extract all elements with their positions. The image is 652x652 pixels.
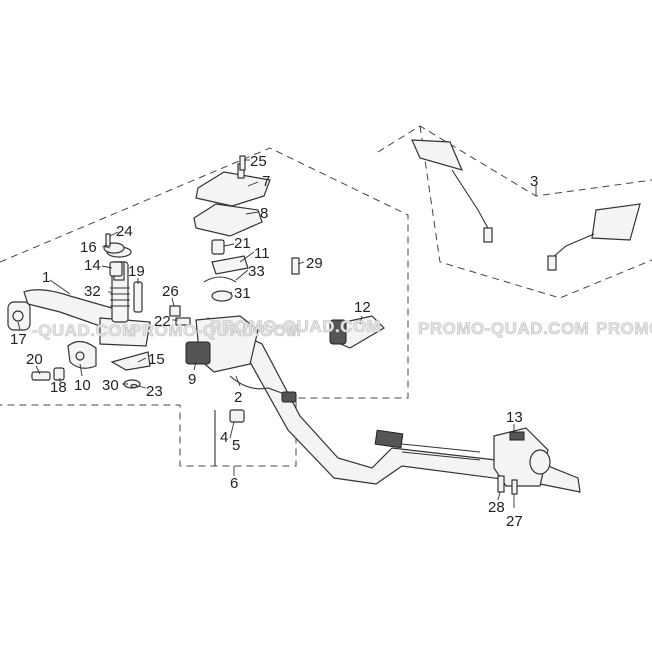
callout-33: 33	[248, 263, 265, 280]
callout-4: 4	[220, 429, 228, 446]
screws-27-28	[497, 475, 518, 495]
callout-15: 15	[148, 351, 165, 368]
leader-lines	[17, 159, 537, 508]
screw-24	[105, 233, 111, 247]
callout-23: 23	[146, 383, 163, 400]
callout-31: 31	[234, 285, 251, 302]
callout-9: 9	[188, 371, 196, 388]
throttle-12	[329, 315, 385, 349]
watermark: -QUAD.COM PROMO-QUAD.COM PROMO-QUAD.COM …	[32, 317, 652, 341]
plate-11	[211, 255, 249, 275]
switch-housing	[185, 315, 259, 373]
reservoir-cap-7	[195, 163, 271, 207]
callout-25: 25	[250, 153, 267, 170]
oring-31	[211, 290, 233, 302]
callout-20: 20	[26, 351, 43, 368]
callout-13: 13	[506, 409, 523, 426]
callout-19: 19	[128, 263, 145, 280]
callout-18: 18	[50, 379, 67, 396]
callout-10: 10	[74, 377, 91, 394]
callout-30: 30	[102, 377, 119, 394]
group-outline-mirrors	[377, 125, 652, 299]
callout-29: 29	[306, 255, 323, 272]
mirror-left	[411, 139, 493, 243]
callout-22: 22	[154, 313, 171, 330]
callout-8: 8	[260, 205, 268, 222]
callout-28: 28	[488, 499, 505, 516]
switch-13	[493, 427, 551, 487]
callout-7: 7	[262, 173, 270, 190]
plate-15	[110, 351, 151, 371]
cable-2	[229, 375, 297, 403]
callout-27: 27	[506, 513, 523, 530]
fitting-14	[109, 261, 123, 277]
callout-21: 21	[234, 235, 251, 252]
group-outline-brake	[0, 147, 409, 467]
callout-11: 11	[254, 245, 270, 262]
clip-33	[203, 276, 237, 283]
callout-24: 24	[116, 223, 133, 240]
bolt-20	[31, 371, 51, 381]
watermark-text-1: -QUAD.COM	[32, 321, 137, 340]
screw-29	[291, 257, 300, 275]
watermark-text-4: PROMO-QUAD.COM	[418, 319, 589, 338]
screw-25	[239, 155, 246, 171]
nut-30-23	[123, 379, 141, 389]
callout-2: 2	[234, 389, 242, 406]
switch-4-5	[229, 409, 245, 423]
callouts: 1 2 3 4 5 6 7 8 9 10 11 12 13 14 15 16 1…	[10, 153, 538, 530]
screw-21	[211, 239, 225, 255]
watermark-text-2: PROMO-QUAD.COM	[130, 321, 301, 340]
callout-17: 17	[10, 331, 27, 348]
spring	[110, 287, 130, 307]
callout-5: 5	[232, 437, 240, 454]
pin-19	[133, 281, 143, 313]
callout-16: 16	[80, 239, 97, 256]
callout-3: 3	[530, 173, 538, 190]
callout-1: 1	[42, 269, 50, 286]
brake-lever	[7, 289, 119, 331]
bolt-22-26	[169, 305, 191, 326]
callout-26: 26	[162, 283, 179, 300]
part-18	[53, 367, 65, 381]
gasket-8	[193, 203, 263, 237]
callout-12: 12	[354, 299, 371, 316]
clamp-10	[67, 340, 97, 369]
mirror-right	[547, 203, 641, 271]
watermark-text-5: PROMO	[596, 319, 652, 338]
callout-6: 6	[230, 475, 238, 492]
watermark-text-3: PROMO-QUAD.COM	[210, 317, 381, 336]
callout-14: 14	[84, 257, 101, 274]
callout-32: 32	[84, 283, 101, 300]
